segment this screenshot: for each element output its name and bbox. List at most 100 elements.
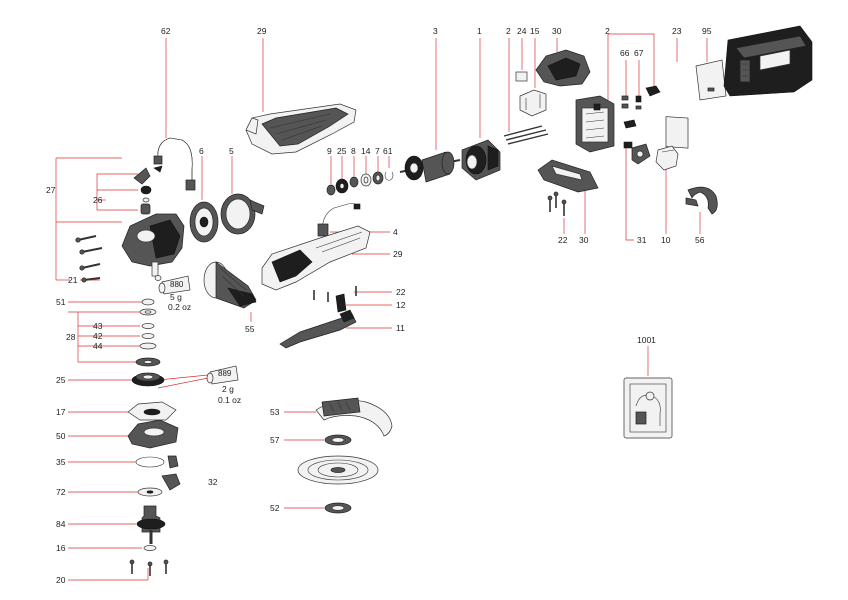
label-10: 10 (661, 235, 671, 245)
part-grinding-disc (297, 455, 379, 485)
part-switch-30 (537, 159, 599, 193)
callout-lines (55, 33, 708, 581)
label-889-ounces: 0.1 oz (218, 395, 241, 405)
label-57: 57 (270, 435, 280, 445)
label-3: 3 (433, 26, 438, 36)
part-clip-26 (133, 165, 163, 215)
part-pins-66-67 (621, 85, 661, 129)
part-bracket-62 (153, 137, 196, 191)
label-29-mid: 29 (393, 249, 403, 259)
label-95: 95 (702, 26, 712, 36)
label-880-ounces: 0.2 oz (168, 302, 191, 312)
label-5: 5 (229, 146, 234, 156)
part-bracket-15 (519, 89, 547, 117)
part-fan-5 (220, 193, 265, 235)
part-wheel-guard-53 (315, 397, 393, 437)
label-32: 32 (208, 477, 218, 487)
label-889-grams: 2 g (222, 384, 234, 394)
part-switch-bar-11 (279, 309, 357, 349)
label-1001: 1001 (637, 335, 656, 345)
label-4: 4 (393, 227, 398, 237)
part-cover-30 (535, 49, 591, 87)
label-29-top: 29 (257, 26, 267, 36)
label-35: 35 (56, 457, 66, 467)
label-23: 23 (672, 26, 682, 36)
part-side-handle-55 (203, 261, 257, 309)
part-grease-tube-880 (158, 275, 191, 295)
part-drawings (75, 25, 813, 576)
part-fan-6 (189, 201, 219, 243)
label-2-right: 2 (605, 26, 610, 36)
label-16: 16 (56, 543, 66, 553)
label-17: 17 (56, 407, 66, 417)
label-25-top: 25 (337, 146, 347, 156)
label-43: 43 (93, 321, 103, 331)
label-31: 31 (637, 235, 647, 245)
label-7: 7 (375, 146, 380, 156)
part-screws-21 (75, 235, 103, 283)
label-1: 1 (477, 26, 482, 36)
part-plate-95 (695, 59, 727, 101)
part-housing-29 (261, 225, 371, 291)
label-22-bottom: 22 (558, 235, 568, 245)
part-armature-3 (399, 151, 461, 183)
part-rods-2 (503, 125, 549, 145)
label-25-left: 25 (56, 375, 66, 385)
label-21: 21 (68, 275, 78, 285)
part-battery-pack (723, 25, 813, 97)
label-53: 53 (270, 407, 280, 417)
label-6: 6 (199, 146, 204, 156)
part-labels: 62 29 3 1 2 24 15 30 2 23 95 27 26 6 5 9… (46, 26, 712, 585)
part-cable-4 (317, 203, 361, 237)
part-flange-57 (324, 434, 352, 446)
label-52: 52 (270, 503, 280, 513)
label-62: 62 (161, 26, 171, 36)
part-column-stack (127, 298, 181, 576)
part-screws-22 (547, 191, 567, 216)
label-11: 11 (396, 323, 405, 333)
label-24: 24 (517, 26, 527, 36)
label-20: 20 (56, 575, 66, 585)
label-14: 14 (361, 146, 371, 156)
part-housing-cover-29 (245, 103, 357, 155)
label-67: 67 (634, 48, 644, 58)
part-knob-10 (655, 145, 679, 171)
label-42: 42 (93, 331, 103, 341)
part-pad-23 (665, 116, 689, 149)
label-12: 12 (396, 300, 406, 310)
label-889: 889 (218, 369, 232, 378)
label-66: 66 (620, 48, 630, 58)
part-guard-56 (685, 186, 718, 215)
label-61: 61 (383, 146, 393, 156)
part-grease-tube-889 (206, 365, 239, 385)
part-bearings-row (326, 171, 394, 196)
label-880: 880 (170, 280, 184, 289)
part-screws-22-mid (313, 286, 357, 302)
label-30-top: 30 (552, 26, 562, 36)
label-50: 50 (56, 431, 66, 441)
label-84: 84 (56, 519, 66, 529)
label-880-grams: 5 g (170, 292, 182, 302)
part-pad-24 (515, 71, 528, 82)
label-22-mid: 22 (396, 287, 406, 297)
label-72: 72 (56, 487, 66, 497)
label-30-bottom: 30 (579, 235, 589, 245)
part-document-1001 (623, 377, 673, 439)
part-spring-31 (623, 141, 651, 165)
label-56: 56 (695, 235, 705, 245)
part-spring-12 (335, 293, 347, 313)
part-gear-housing-27 (121, 213, 185, 281)
label-8: 8 (351, 146, 356, 156)
label-9: 9 (327, 146, 332, 156)
label-26: 26 (93, 195, 103, 205)
part-nut-52 (324, 502, 352, 514)
label-44: 44 (93, 341, 103, 351)
label-55: 55 (245, 324, 255, 334)
label-2-left: 2 (506, 26, 511, 36)
part-stator-1 (461, 139, 501, 181)
label-15: 15 (530, 26, 540, 36)
label-28: 28 (66, 332, 76, 342)
part-electronics-2 (575, 95, 615, 153)
label-27: 27 (46, 185, 56, 195)
